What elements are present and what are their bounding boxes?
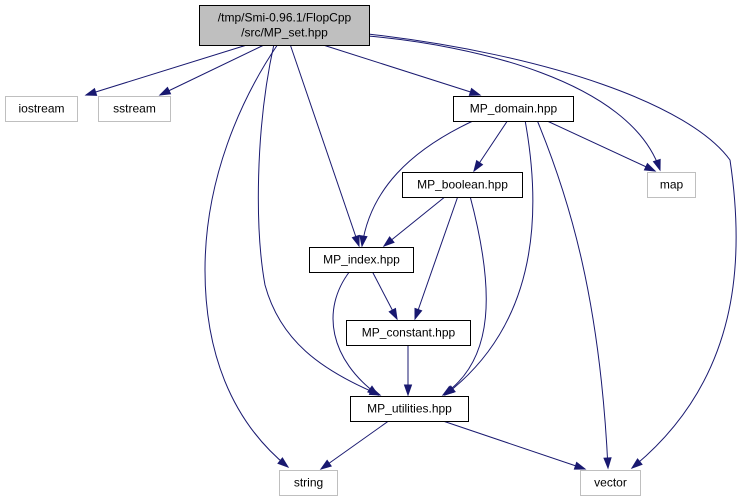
edge-mp-domain-hpp-to-mp-index-hpp xyxy=(359,119,476,248)
edge-line xyxy=(367,35,661,171)
edge-mp-boolean-hpp-to-mp-utilities-hpp xyxy=(441,195,487,396)
node-mp-domain-hpp[interactable]: MP_domain.hpp xyxy=(453,96,574,122)
edge-mp-boolean-hpp-to-mp-constant-hpp xyxy=(414,195,459,321)
node-label: MP_domain.hpp xyxy=(470,102,558,116)
edge-mp-utilities-hpp-to-vector xyxy=(439,419,587,470)
node-label: MP_constant.hpp xyxy=(362,326,456,340)
node-label: string xyxy=(294,476,323,490)
node-box xyxy=(199,5,370,46)
edge-mp-index-hpp-to-mp-utilities-hpp xyxy=(332,270,380,396)
node-string[interactable]: string xyxy=(279,470,338,496)
arrowhead-icon xyxy=(473,159,484,173)
arrowhead-icon xyxy=(573,461,587,470)
node-mp-index-hpp[interactable]: MP_index.hpp xyxy=(309,247,414,273)
arrowhead-icon xyxy=(367,385,380,396)
edge-mp-utilities-hpp-to-string xyxy=(319,419,391,470)
arrowhead-icon xyxy=(630,458,643,469)
arrowhead-icon xyxy=(414,307,423,321)
edge-mp-constant-hpp-to-mp-utilities-hpp xyxy=(403,344,413,397)
node-label: sstream xyxy=(113,102,156,116)
node-box xyxy=(350,396,469,422)
edge-line xyxy=(536,119,609,469)
arrowhead-icon xyxy=(84,87,98,96)
node-box xyxy=(402,172,523,198)
edge-mp-set-hpp-to-vector xyxy=(367,33,737,469)
edge-mp-domain-hpp-to-mp-utilities-hpp xyxy=(443,119,534,396)
node-mp-utilities-hpp[interactable]: MP_utilities.hpp xyxy=(350,396,469,422)
edge-mp-domain-hpp-to-map xyxy=(544,119,657,172)
node-vector[interactable]: vector xyxy=(580,470,641,496)
arrowhead-icon xyxy=(643,162,657,172)
arrowhead-icon xyxy=(468,87,482,96)
arrowhead-icon xyxy=(158,86,172,96)
node-label: vector xyxy=(594,476,627,490)
edge-mp-set-hpp-to-map xyxy=(367,35,661,172)
node-label: iostream xyxy=(18,102,64,116)
arrowhead-icon xyxy=(359,235,368,248)
arrowhead-icon xyxy=(603,457,612,470)
arrowhead-icon xyxy=(403,384,413,397)
edge-mp-domain-hpp-to-vector xyxy=(536,119,612,470)
edge-line xyxy=(361,119,476,247)
node-box xyxy=(5,96,78,122)
node-label: MP_boolean.hpp xyxy=(417,178,508,192)
edge-line xyxy=(544,119,656,172)
node-mp-set-hpp[interactable]: /tmp/Smi-0.96.1/FlopCpp/src/MP_set.hpp xyxy=(199,5,370,46)
edge-line xyxy=(444,119,534,396)
node-box xyxy=(647,172,696,198)
edge-line xyxy=(332,270,379,396)
edge-line xyxy=(319,43,481,96)
arrowhead-icon xyxy=(441,385,455,396)
edge-mp-set-hpp-to-mp-index-hpp xyxy=(289,43,360,248)
node-box xyxy=(98,96,171,122)
edges-layer xyxy=(84,33,737,470)
node-mp-boolean-hpp[interactable]: MP_boolean.hpp xyxy=(402,172,523,198)
arrowhead-icon xyxy=(382,236,395,247)
arrowhead-icon xyxy=(652,158,661,172)
edge-mp-set-hpp-to-iostream xyxy=(84,43,251,96)
nodes-layer: /tmp/Smi-0.96.1/FlopCpp/src/MP_set.hppio… xyxy=(5,5,696,496)
node-box xyxy=(279,470,338,496)
edge-line xyxy=(204,43,289,468)
edge-line xyxy=(85,43,251,96)
edge-mp-domain-hpp-to-mp-boolean-hpp xyxy=(473,119,509,173)
node-box xyxy=(580,470,641,496)
node-sstream[interactable]: sstream xyxy=(98,96,171,122)
node-map[interactable]: map xyxy=(647,172,696,198)
edge-mp-index-hpp-to-mp-constant-hpp xyxy=(371,270,398,321)
edge-line xyxy=(442,195,487,396)
arrowhead-icon xyxy=(351,234,360,248)
arrowhead-icon xyxy=(319,459,332,470)
node-box xyxy=(346,320,471,346)
node-iostream[interactable]: iostream xyxy=(5,96,78,122)
edge-line xyxy=(383,195,447,247)
edge-line xyxy=(159,43,267,96)
node-mp-constant-hpp[interactable]: MP_constant.hpp xyxy=(346,320,471,346)
arrowhead-icon xyxy=(388,307,398,321)
node-box xyxy=(309,247,414,273)
edge-mp-set-hpp-to-mp-domain-hpp xyxy=(319,43,482,96)
edge-mp-set-hpp-to-sstream xyxy=(158,43,267,96)
edge-line xyxy=(367,33,737,469)
node-label: /src/MP_set.hpp xyxy=(241,26,328,40)
node-label: MP_utilities.hpp xyxy=(367,402,452,416)
edge-line xyxy=(320,419,391,470)
node-label: MP_index.hpp xyxy=(323,253,400,267)
edge-line xyxy=(414,195,459,320)
edge-line xyxy=(289,43,360,247)
node-label: /tmp/Smi-0.96.1/FlopCpp xyxy=(218,11,352,25)
edge-line xyxy=(439,419,586,470)
node-box xyxy=(453,96,574,122)
edge-mp-set-hpp-to-string xyxy=(204,43,290,468)
arrowhead-icon xyxy=(277,457,290,468)
node-label: map xyxy=(660,178,684,192)
edge-mp-boolean-hpp-to-mp-index-hpp xyxy=(382,195,447,247)
edge-line xyxy=(257,43,381,396)
